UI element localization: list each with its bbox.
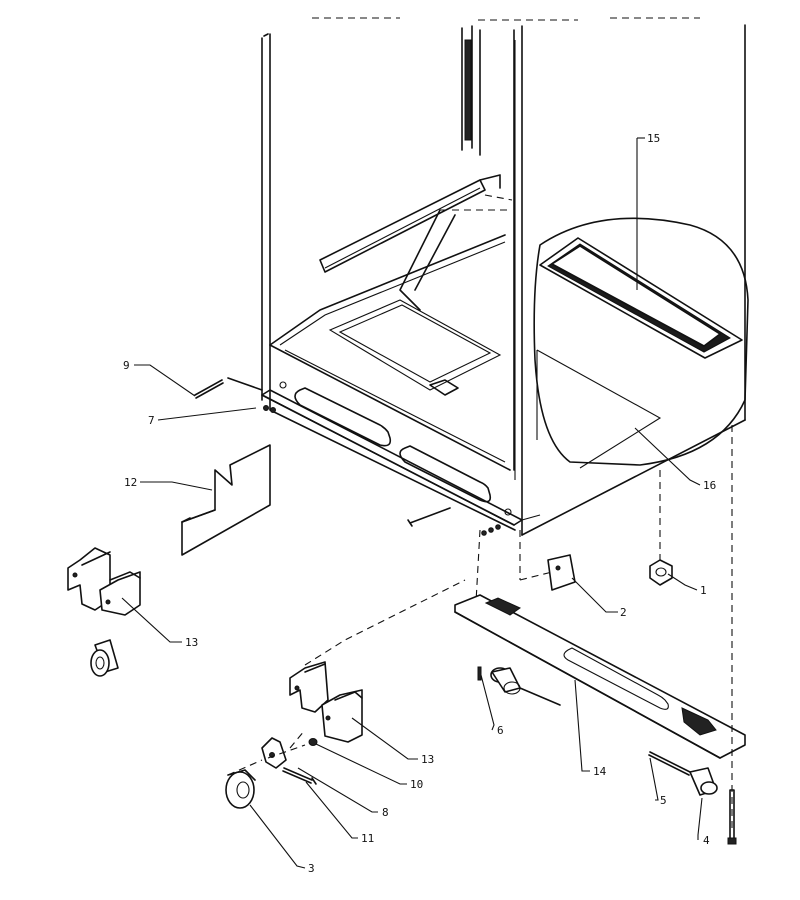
callout-8: 8 <box>382 806 389 819</box>
callout-9: 9 <box>123 359 130 372</box>
callout-13-right: 13 <box>421 753 434 766</box>
screw-9 <box>194 377 263 399</box>
bracket-8 <box>261 737 287 769</box>
plate-2 <box>547 554 576 591</box>
spacer-4 <box>689 767 718 796</box>
spacer-6 <box>477 666 561 706</box>
leg-bracket-13-left <box>67 547 141 677</box>
pin-5 <box>648 751 691 776</box>
callout-14: 14 <box>593 765 607 778</box>
caster-guide-dashes <box>227 729 306 776</box>
insulation-12 <box>181 444 271 556</box>
fasteners-7 <box>263 405 276 413</box>
callout-7: 7 <box>148 414 155 427</box>
callout-13-left: 13 <box>185 636 198 649</box>
callout-10: 10 <box>410 778 423 791</box>
cabinet <box>261 17 746 536</box>
callout-2: 2 <box>620 606 627 619</box>
caster-3 <box>225 769 256 809</box>
long-screw <box>727 425 737 845</box>
callout-12: 12 <box>124 476 137 489</box>
leg-bracket-13-right <box>289 579 466 743</box>
callout-15: 15 <box>647 132 660 145</box>
callout-11: 11 <box>361 832 374 845</box>
rail-14 <box>454 594 746 759</box>
nut-10 <box>308 738 318 746</box>
callout-16: 16 <box>703 479 716 492</box>
leader-lines <box>121 137 703 869</box>
detail-bubble <box>533 217 749 469</box>
callout-6: 6 <box>497 724 504 737</box>
bolt-11 <box>282 767 317 785</box>
callout-4: 4 <box>703 834 710 847</box>
foot-1 <box>649 470 673 586</box>
callout-labels: 1 2 3 4 5 6 7 8 9 10 11 12 13 13 14 15 1… <box>123 132 716 875</box>
callout-5: 5 <box>660 794 667 807</box>
callout-3: 3 <box>308 862 315 875</box>
callout-1: 1 <box>700 584 707 597</box>
